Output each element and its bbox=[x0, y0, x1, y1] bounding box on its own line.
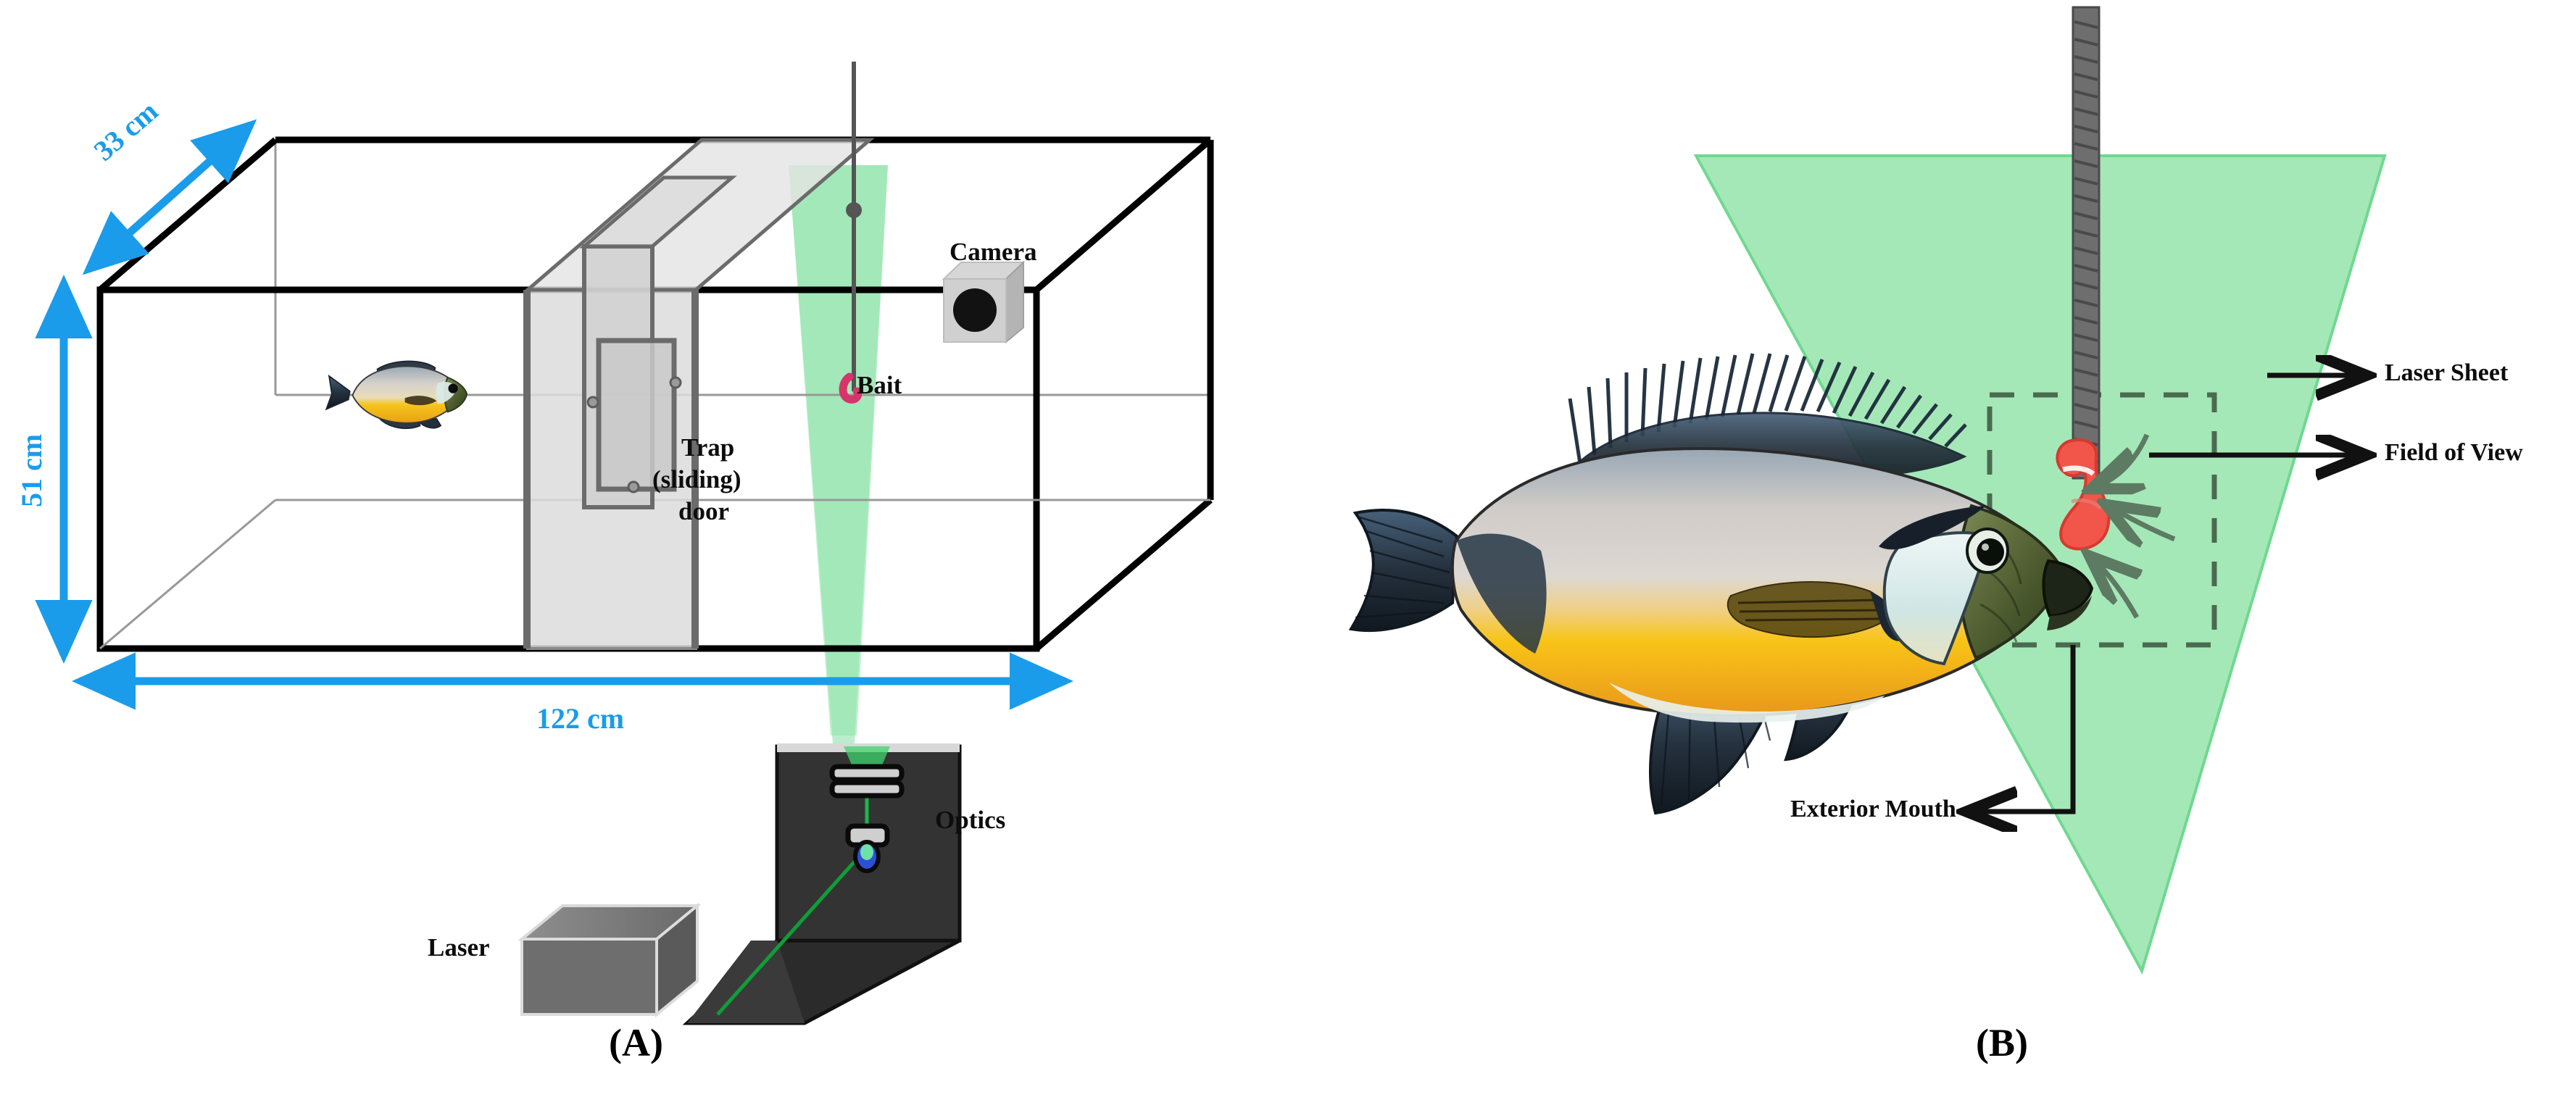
field-of-view-label: Field of View bbox=[2385, 439, 2523, 466]
exterior-mouth-leader bbox=[1972, 645, 2076, 812]
dimension-arrows-a bbox=[35, 119, 1073, 710]
fish-icon-a bbox=[325, 360, 468, 430]
trap-sliding-door bbox=[523, 138, 875, 650]
trap-door-label-line1: Trap bbox=[681, 433, 735, 462]
laser-optics-assembly bbox=[518, 743, 962, 1025]
panel-letter-a: (A) bbox=[609, 1021, 663, 1064]
camera-icon-a bbox=[942, 260, 1026, 344]
bait-label: Bait bbox=[857, 371, 902, 399]
dorsal-fin bbox=[1568, 353, 1967, 464]
laser-sheet-cone-a bbox=[789, 165, 888, 754]
bait-rod-a bbox=[839, 62, 862, 404]
laser-label: Laser bbox=[428, 933, 490, 962]
suction-flow-arrows bbox=[2093, 433, 2176, 619]
exterior-mouth-label: Exterior Mouth bbox=[1790, 796, 1956, 822]
laser-sheet-label: Laser Sheet bbox=[2385, 359, 2509, 386]
trap-door-label-line2: (sliding) bbox=[652, 465, 741, 493]
dimension-arrow-depth bbox=[82, 119, 257, 275]
camera-label: Camera bbox=[950, 238, 1037, 266]
panel-letter-b: (B) bbox=[1976, 1021, 2028, 1064]
bait-rod-b bbox=[2072, 6, 2101, 480]
panel-b-graphics bbox=[1348, 6, 2387, 975]
panel-a-graphics bbox=[35, 62, 1214, 1025]
dimension-label-length: 122 cm bbox=[536, 702, 625, 735]
optics-lenses bbox=[829, 764, 905, 873]
trap-door-label-line3: door bbox=[678, 497, 729, 525]
panel-b-label-arrows bbox=[1972, 375, 2361, 812]
field-of-view-box bbox=[1987, 392, 2217, 648]
rabbitfish-illustration bbox=[1348, 353, 2094, 815]
optics-label: Optics bbox=[935, 806, 1006, 834]
dimension-label-height: 51 cm bbox=[15, 433, 48, 507]
